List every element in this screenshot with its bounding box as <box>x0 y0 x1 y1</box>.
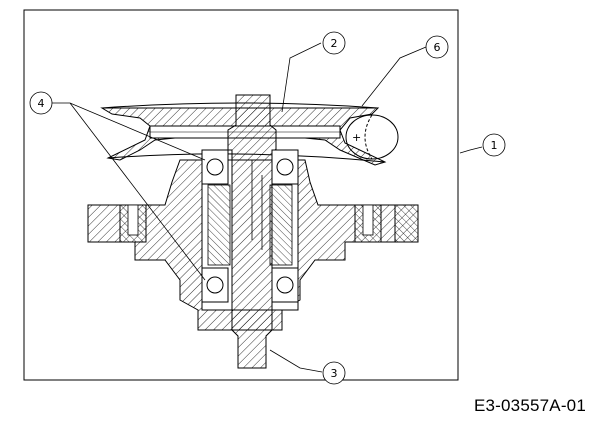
drawing-frame <box>23 9 459 381</box>
svg-text:4: 4 <box>38 97 45 110</box>
svg-text:3: 3 <box>331 367 338 380</box>
callout-1: 1 <box>482 133 506 157</box>
bearings <box>201 149 299 303</box>
svg-text:+: + <box>352 131 361 144</box>
belt-section: + <box>345 114 399 160</box>
leader-lines <box>52 42 483 373</box>
spindle-shaft <box>227 94 277 369</box>
svg-text:1: 1 <box>491 139 498 152</box>
svg-text:2: 2 <box>331 37 338 50</box>
callout-2: 2 <box>322 31 346 55</box>
drawing-code: E3-03557A-01 <box>473 396 586 415</box>
callout-4: 4 <box>29 91 53 115</box>
callout-3: 3 <box>322 361 346 385</box>
svg-text:6: 6 <box>434 41 441 54</box>
callout-6: 6 <box>425 35 449 59</box>
